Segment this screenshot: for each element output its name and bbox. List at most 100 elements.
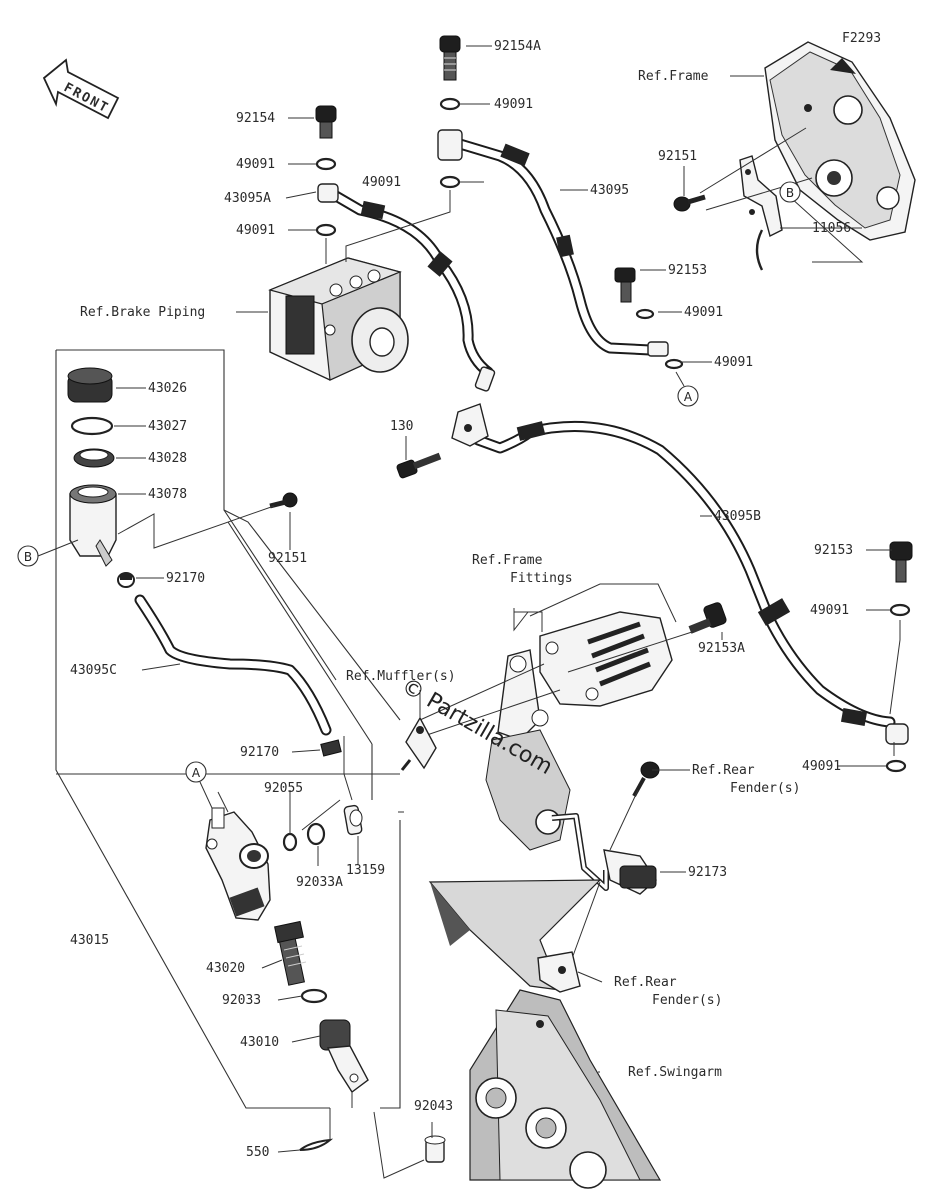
- label-43028: 43028: [148, 451, 187, 466]
- label-92033: 92033: [222, 993, 261, 1008]
- hose-43095A: [317, 183, 494, 378]
- label-ref-rear-fender-1b: Fender(s): [730, 781, 800, 796]
- front-arrow-icon: FRONT: [42, 58, 120, 120]
- label-92170-bot: 92170: [240, 745, 279, 760]
- washer-49091-f: [664, 358, 684, 370]
- joint-block: [451, 366, 496, 447]
- label-49091-c: 49091: [236, 157, 275, 172]
- label-92154: 92154: [236, 111, 275, 126]
- label-49091-b: 49091: [362, 175, 401, 190]
- figure-code: F2293: [842, 31, 881, 46]
- bracket-92173: [551, 813, 657, 895]
- fitting-13159: [343, 804, 363, 836]
- frame-fittings: [485, 611, 673, 851]
- label-49091-a: 49091: [494, 97, 533, 112]
- bracket-11056: [739, 155, 783, 271]
- bolt-92154A: [439, 35, 461, 81]
- label-49091-g: 49091: [810, 603, 849, 618]
- label-ref-brake-piping: Ref.Brake Piping: [80, 305, 205, 320]
- master-cylinder: [205, 807, 271, 921]
- label-43095C: 43095C: [70, 663, 117, 678]
- label-43010: 43010: [240, 1035, 279, 1050]
- label-43095: 43095: [590, 183, 629, 198]
- label-92173: 92173: [688, 865, 727, 880]
- label-ref-rear-fender-2b: Fender(s): [652, 993, 722, 1008]
- bolt-92151-mid: [269, 492, 298, 509]
- label-92153A: 92153A: [698, 641, 745, 656]
- callout-a-left: A: [185, 761, 207, 783]
- bolt-92154: [315, 105, 337, 139]
- callout-b-top: B: [779, 181, 801, 203]
- label-130: 130: [390, 419, 413, 434]
- label-11056: 11056: [812, 221, 851, 236]
- label-43095B: 43095B: [714, 509, 761, 524]
- label-92170-top: 92170: [166, 571, 205, 586]
- clamp-92170-bot: [320, 739, 342, 757]
- label-ref-frame-fittings-1: Ref.Frame: [472, 553, 543, 568]
- oring-92055: [282, 832, 298, 852]
- clevis-43010: [319, 1019, 369, 1094]
- muffler-hanger: [400, 716, 437, 771]
- label-92153-right: 92153: [814, 543, 853, 558]
- hose-43095: [437, 129, 669, 357]
- cotter-pin-550: [299, 1138, 334, 1151]
- label-49091-e: 49091: [684, 305, 723, 320]
- label-92154A: 92154A: [494, 39, 541, 54]
- label-43020: 43020: [206, 961, 245, 976]
- label-ref-frame-fittings-2: Fittings: [510, 571, 573, 586]
- label-43026: 43026: [148, 381, 187, 396]
- callout-a-top: A: [677, 385, 699, 407]
- label-92151-mid: 92151: [268, 551, 307, 566]
- label-ref-rear-fender-1a: Ref.Rear: [692, 763, 755, 778]
- label-13159: 13159: [346, 863, 385, 878]
- washer-49091-c: [315, 157, 337, 171]
- label-43015: 43015: [70, 933, 109, 948]
- washer-49091-a: [439, 97, 461, 111]
- svg-text:A: A: [192, 766, 201, 780]
- callout-b-left: B: [17, 545, 39, 567]
- svg-text:A: A: [684, 390, 693, 404]
- circlip-92033A: [306, 822, 326, 846]
- pin-92043: [424, 1135, 446, 1163]
- washer-49091-b: [439, 175, 461, 189]
- frame-bracket: [764, 41, 916, 241]
- washer-49091-e: [635, 308, 655, 320]
- label-49091-f: 49091: [714, 355, 753, 370]
- plate-43028: [73, 448, 115, 468]
- bolt-92153-right: [889, 541, 913, 583]
- label-92151-top: 92151: [658, 149, 697, 164]
- abs-unit: [268, 257, 409, 381]
- washer-49091-h: [885, 759, 907, 773]
- label-ref-mufflers: Ref.Muffler(s): [346, 669, 456, 684]
- diaphragm-43027: [70, 416, 114, 436]
- label-92055: 92055: [264, 781, 303, 796]
- washer-49091-g: [889, 603, 911, 617]
- pushrod-43020: [274, 920, 307, 986]
- label-92033A: 92033A: [296, 875, 343, 890]
- label-ref-frame: Ref.Frame: [638, 69, 709, 84]
- reservoir-43078: [69, 484, 117, 567]
- label-43027: 43027: [148, 419, 187, 434]
- reservoir-cap-43026: [67, 367, 113, 403]
- label-ref-rear-fender-2a: Ref.Rear: [614, 975, 677, 990]
- label-92043: 92043: [414, 1099, 453, 1114]
- label-49091-h: 49091: [802, 759, 841, 774]
- hose-43095C: [134, 594, 332, 736]
- circlip-92033: [300, 988, 328, 1004]
- svg-text:B: B: [786, 186, 794, 200]
- label-43078: 43078: [148, 487, 187, 502]
- washer-49091-d: [315, 223, 337, 237]
- svg-text:B: B: [24, 550, 32, 564]
- bolt-130: [396, 452, 442, 479]
- clamp-92170-top: [117, 572, 135, 588]
- swingarm: [469, 989, 662, 1189]
- hose-43095B: [472, 420, 909, 745]
- bolt-92153-mid: [614, 267, 636, 303]
- bolt-92153A: [688, 602, 727, 634]
- bolt-92151-top: [673, 194, 706, 212]
- rear-fender: [428, 879, 602, 993]
- label-92153-mid: 92153: [668, 263, 707, 278]
- label-43095A: 43095A: [224, 191, 271, 206]
- label-ref-swingarm: Ref.Swingarm: [628, 1065, 722, 1080]
